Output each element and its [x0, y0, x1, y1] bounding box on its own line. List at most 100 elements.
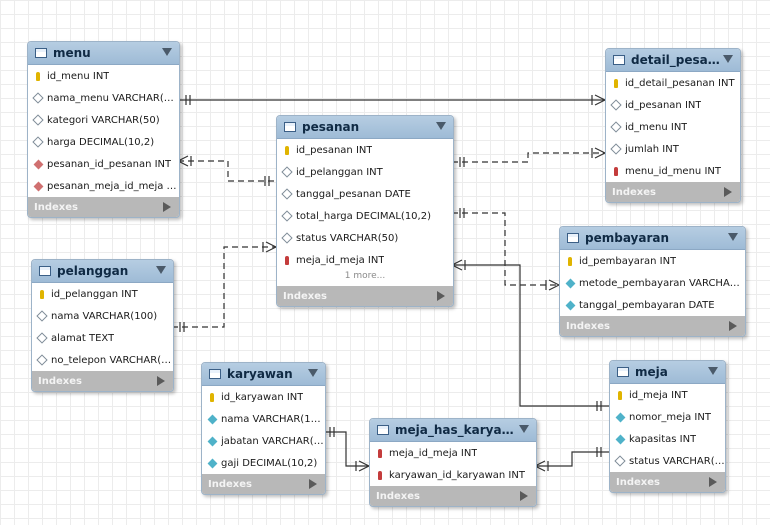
- column-id-pesanan[interactable]: id_pesanan INT: [277, 139, 453, 161]
- table-pembayaran[interactable]: pembayaran id_pembayaran INT metode_pembay…: [559, 226, 746, 337]
- indexes-section[interactable]: Indexes: [606, 182, 740, 202]
- column-jumlah[interactable]: jumlah INT: [606, 138, 740, 160]
- column-tanggal-pembayaran[interactable]: tanggal_pembayaran DATE: [560, 294, 745, 316]
- expand-arrow-icon[interactable]: [709, 477, 717, 487]
- indexes-section[interactable]: Indexes: [28, 197, 179, 217]
- column-kapasitas[interactable]: kapasitas INT: [610, 428, 725, 450]
- expand-arrow-icon[interactable]: [309, 479, 317, 489]
- table-header[interactable]: detail_pesan...: [606, 49, 740, 72]
- column-label: id_meja INT: [629, 389, 688, 401]
- expand-arrow-icon[interactable]: [729, 321, 737, 331]
- collapse-arrow-icon[interactable]: [519, 425, 529, 433]
- collapse-arrow-icon[interactable]: [436, 122, 446, 130]
- column-menu-id-menu[interactable]: menu_id_menu INT: [606, 160, 740, 182]
- column-karyawan-id-karyawan[interactable]: karyawan_id_karyawan INT: [370, 464, 536, 486]
- column-tanggal-pesanan[interactable]: tanggal_pesanan DATE: [277, 183, 453, 205]
- column-nomor-meja[interactable]: nomor_meja INT: [610, 406, 725, 428]
- table-meja-has-karyawan[interactable]: meja_has_karyaw... meja_id_meja INT karyaw…: [369, 418, 537, 507]
- column-total-harga[interactable]: total_harga DECIMAL(10,2): [277, 205, 453, 227]
- indexes-section[interactable]: Indexes: [202, 474, 325, 494]
- collapse-arrow-icon[interactable]: [162, 48, 172, 56]
- column-meja-id-meja[interactable]: meja_id_meja INT: [370, 442, 536, 464]
- collapse-arrow-icon[interactable]: [728, 233, 738, 241]
- column-label: id_pembayaran INT: [579, 255, 677, 267]
- column-metode-pembayaran[interactable]: metode_pembayaran VARCHAR(5...: [560, 272, 745, 294]
- column-label: meja_id_meja INT: [389, 447, 478, 459]
- expand-arrow-icon[interactable]: [437, 291, 445, 301]
- column-label: id_menu INT: [625, 121, 688, 133]
- column-pesanan-id-pesanan[interactable]: pesanan_id_pesanan INT: [28, 153, 179, 175]
- column-id-pelanggan[interactable]: id_pelanggan INT: [277, 161, 453, 183]
- table-title: pesanan: [302, 120, 360, 134]
- column-label: id_pesanan INT: [625, 99, 702, 111]
- column-id-karyawan[interactable]: id_karyawan INT: [202, 386, 325, 408]
- column-label: id_pesanan INT: [296, 144, 373, 156]
- column-id-menu[interactable]: id_menu INT: [28, 65, 179, 87]
- indexes-label: Indexes: [616, 476, 660, 488]
- column-id-meja[interactable]: id_meja INT: [610, 384, 725, 406]
- column-status[interactable]: status VARCHAR(50): [277, 227, 453, 249]
- expand-arrow-icon[interactable]: [163, 202, 171, 212]
- expand-arrow-icon[interactable]: [724, 187, 732, 197]
- column-id-pembayaran[interactable]: id_pembayaran INT: [560, 250, 745, 272]
- indexes-section[interactable]: Indexes: [610, 472, 725, 492]
- column-label: pesanan_id_pesanan INT: [47, 158, 172, 170]
- primary-key-icon: [36, 289, 48, 299]
- column-id-detail-pesanan[interactable]: id_detail_pesanan INT: [606, 72, 740, 94]
- column-nama-menu[interactable]: nama_menu VARCHAR(10...: [28, 87, 179, 109]
- column-label: gaji DECIMAL(10,2): [221, 457, 318, 469]
- column-id-pelanggan[interactable]: id_pelanggan INT: [32, 283, 173, 305]
- indexes-label: Indexes: [34, 201, 78, 213]
- table-header[interactable]: pelanggan: [32, 260, 173, 283]
- column-kategori[interactable]: kategori VARCHAR(50): [28, 109, 179, 131]
- table-header[interactable]: meja_has_karyaw...: [370, 419, 536, 442]
- column-gaji[interactable]: gaji DECIMAL(10,2): [202, 452, 325, 474]
- table-detail-pesanan[interactable]: detail_pesan...id_detail_pesanan INT id_p…: [605, 48, 741, 203]
- column-status[interactable]: status VARCHAR(2...: [610, 450, 725, 472]
- table-header[interactable]: meja: [610, 361, 725, 384]
- table-icon: [613, 55, 625, 65]
- table-header[interactable]: pesanan: [277, 116, 453, 139]
- column-id-menu[interactable]: id_menu INT: [606, 116, 740, 138]
- foreign-key-icon: [374, 470, 386, 480]
- indexes-section[interactable]: Indexes: [277, 286, 453, 306]
- column-harga[interactable]: harga DECIMAL(10,2): [28, 131, 179, 153]
- column-meja-id-meja[interactable]: meja_id_meja INT: [277, 249, 453, 271]
- column-icon: [281, 166, 293, 178]
- column-label: karyawan_id_karyawan INT: [389, 469, 525, 481]
- rel-pelanggan-pesanan: [172, 246, 276, 328]
- indexes-section[interactable]: Indexes: [32, 371, 173, 391]
- table-header[interactable]: menu: [28, 42, 179, 65]
- column-alamat[interactable]: alamat TEXT: [32, 327, 173, 349]
- rel-karyawan-mhk-end-many: [355, 460, 370, 472]
- column-label: nomor_meja INT: [629, 411, 711, 423]
- rel-menu-pesanan-end-one: [264, 176, 270, 186]
- column-jabatan[interactable]: jabatan VARCHAR(5...: [202, 430, 325, 452]
- collapse-arrow-icon[interactable]: [156, 266, 166, 274]
- collapse-arrow-icon[interactable]: [708, 367, 718, 375]
- column-nama[interactable]: nama VARCHAR(100): [32, 305, 173, 327]
- collapse-arrow-icon[interactable]: [723, 55, 733, 63]
- indexes-section[interactable]: Indexes: [560, 316, 745, 336]
- indexes-section[interactable]: Indexes: [370, 486, 536, 506]
- column-nama[interactable]: nama VARCHAR(100): [202, 408, 325, 430]
- table-header[interactable]: pembayaran: [560, 227, 745, 250]
- table-header[interactable]: karyawan: [202, 363, 325, 386]
- column-pesanan-meja-id-meja[interactable]: pesanan_meja_id_meja INT: [28, 175, 179, 197]
- column-label: alamat TEXT: [51, 332, 115, 344]
- more-columns-link[interactable]: 1 more...: [344, 271, 386, 281]
- rel-mhk-meja: [535, 451, 609, 467]
- collapse-arrow-icon[interactable]: [308, 369, 318, 377]
- column-icon: [614, 455, 626, 467]
- expand-arrow-icon[interactable]: [157, 376, 165, 386]
- foreign-key-column-icon: [32, 159, 44, 169]
- column-id-pesanan[interactable]: id_pesanan INT: [606, 94, 740, 116]
- rel-pesanan-meja-end-one: [596, 401, 602, 411]
- column-no-telepon[interactable]: no_telepon VARCHAR(2...: [32, 349, 173, 371]
- expand-arrow-icon[interactable]: [520, 491, 528, 501]
- table-meja[interactable]: meja id_meja INT nomor_meja INT kapasitas I…: [609, 360, 726, 493]
